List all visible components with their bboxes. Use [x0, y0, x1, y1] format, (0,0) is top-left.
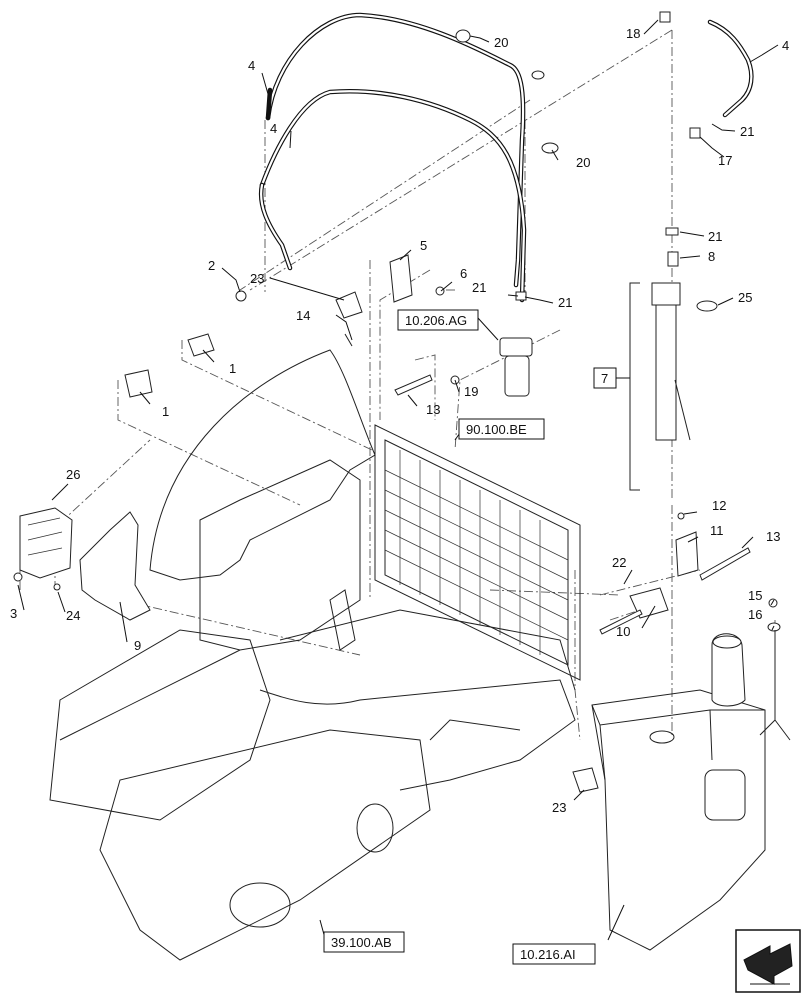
reference-label: 39.100.AB	[331, 935, 392, 950]
callout-17: 17	[718, 153, 732, 168]
callout-7-box: 7	[593, 367, 617, 389]
callout-5: 5	[420, 238, 427, 253]
callout-12: 12	[712, 498, 726, 513]
callout-11: 11	[710, 523, 724, 538]
callout-26: 26	[66, 467, 80, 482]
reference-label: 10.216.AI	[520, 947, 576, 962]
callout-13: 13	[766, 529, 780, 544]
callout-6: 6	[460, 266, 467, 281]
callout-4: 4	[270, 121, 277, 136]
callout-15: 15	[748, 588, 762, 603]
callout-25: 25	[738, 290, 752, 305]
callout-21: 21	[708, 229, 722, 244]
callout-1: 1	[229, 361, 236, 376]
ecu-module	[19, 507, 151, 621]
callout-20: 20	[576, 155, 590, 170]
fuel-hoses	[258, 12, 754, 303]
clamps-and-fittings	[13, 11, 781, 632]
small-parts	[124, 254, 791, 793]
callout-8: 8	[708, 249, 715, 264]
callout-labels: 4 4 4 20 20 18 21 17 21 8 25 2 5 6 23 14…	[10, 26, 789, 815]
next-page-arrow-icon[interactable]	[735, 929, 801, 993]
fuel-sender-assembly	[616, 282, 691, 491]
callout-2: 2	[208, 258, 215, 273]
callout-1: 1	[162, 404, 169, 419]
callout-22: 22	[612, 555, 626, 570]
callout-24: 24	[66, 608, 80, 623]
callout-7: 7	[601, 371, 608, 386]
machine-frame	[49, 349, 576, 961]
callout-20: 20	[494, 35, 508, 50]
callout-21: 21	[472, 280, 486, 295]
callout-14: 14	[296, 308, 310, 323]
reference-90-100-BE[interactable]: 90.100.BE	[458, 418, 545, 440]
cooling-grille	[374, 424, 581, 681]
reference-10-216-AI[interactable]: 10.216.AI	[512, 943, 596, 965]
callout-4: 4	[782, 38, 789, 53]
reference-label: 10.206.AG	[405, 313, 467, 328]
callout-3: 3	[10, 606, 17, 621]
reference-10-206-AG[interactable]: 10.206.AG	[397, 309, 479, 331]
fuel-tank	[591, 633, 766, 951]
callout-18: 18	[626, 26, 640, 41]
callout-21: 21	[740, 124, 754, 139]
fuel-filter	[499, 337, 533, 397]
callout-23: 23	[250, 271, 264, 286]
callout-19: 19	[464, 384, 478, 399]
reference-39-100-AB[interactable]: 39.100.AB	[323, 931, 405, 953]
callout-23: 23	[552, 800, 566, 815]
callout-9: 9	[134, 638, 141, 653]
callout-10: 10	[616, 624, 630, 639]
reference-label: 90.100.BE	[466, 422, 527, 437]
leader-lines	[17, 19, 779, 801]
callout-16: 16	[748, 607, 762, 622]
callout-21: 21	[558, 295, 572, 310]
callout-13: 13	[426, 402, 440, 417]
callout-4: 4	[248, 58, 255, 73]
